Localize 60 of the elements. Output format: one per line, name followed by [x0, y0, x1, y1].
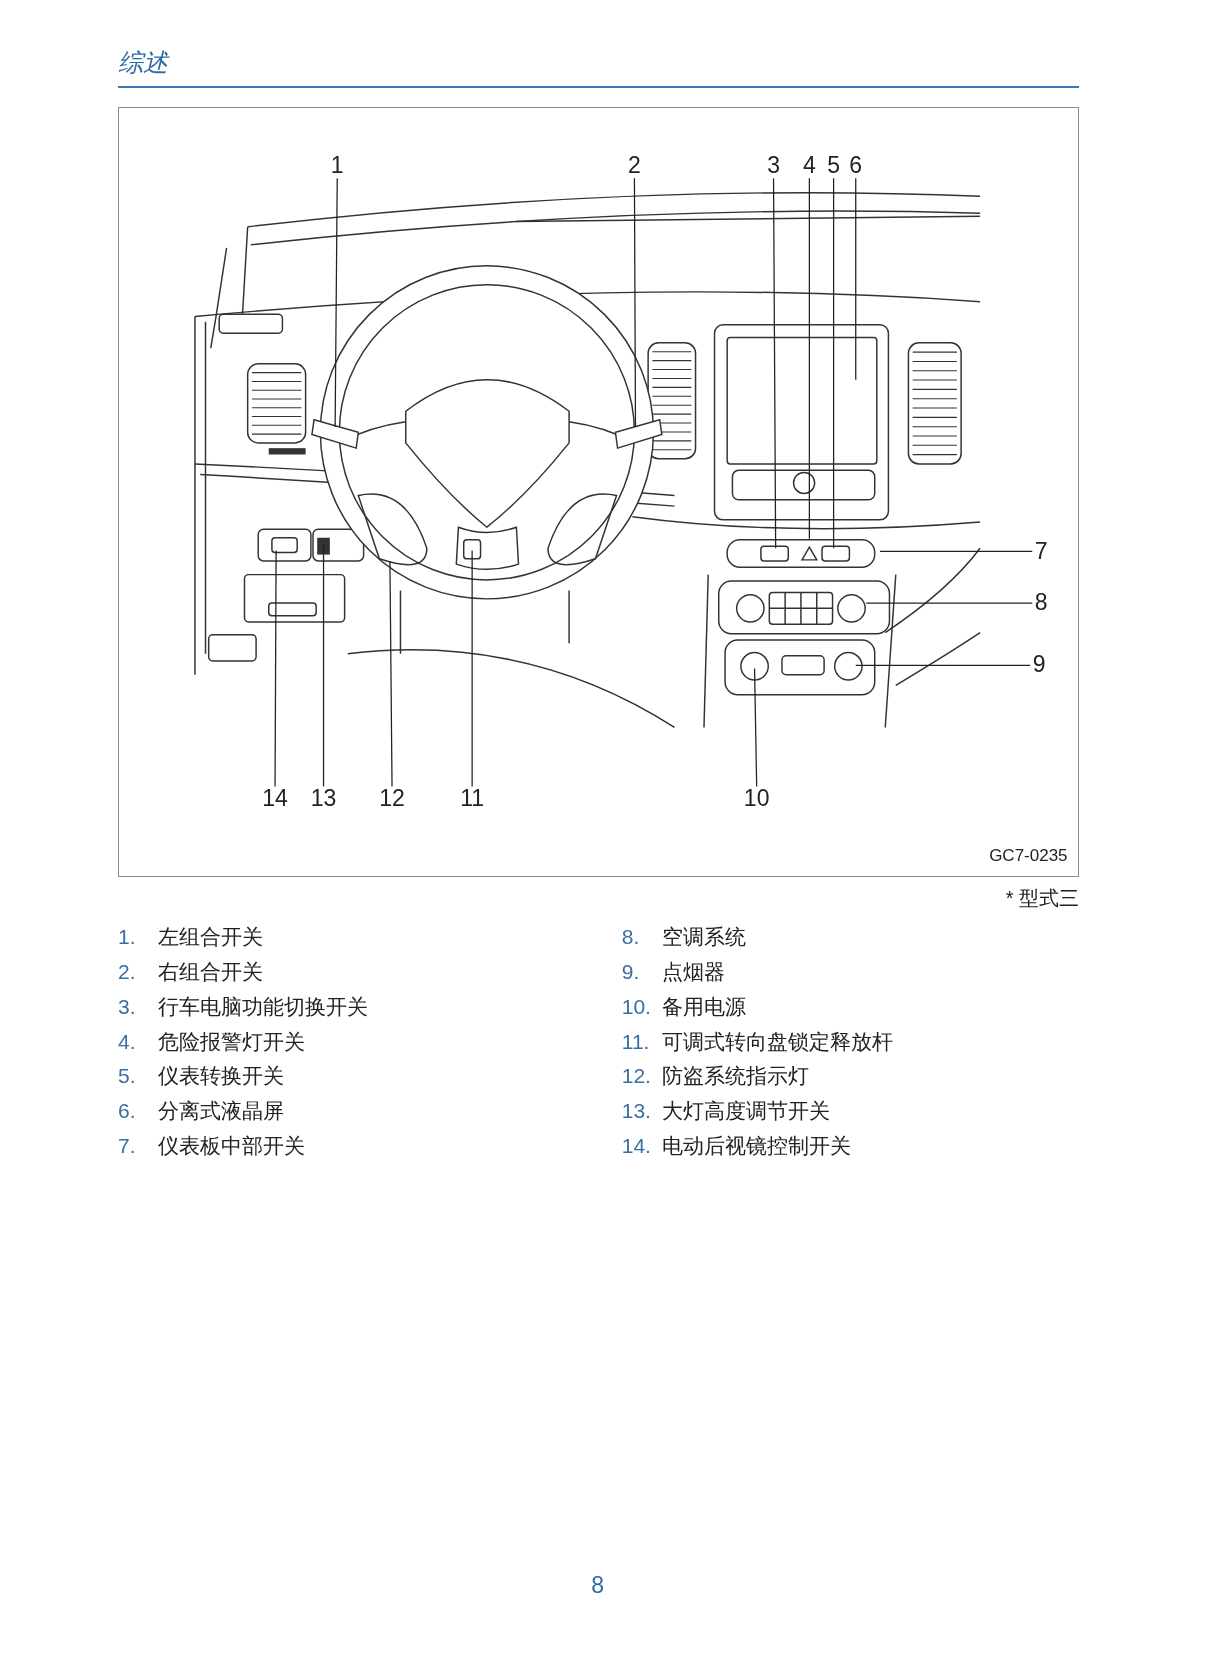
- leader-line: [855, 177, 857, 381]
- legend-item-number: 12.: [621, 1063, 651, 1089]
- leader-line: [753, 667, 758, 788]
- leader-line: [322, 543, 325, 788]
- figure-code: GC7-0235: [989, 846, 1068, 867]
- legend-item-text: 电动后视镜控制开关: [661, 1132, 851, 1159]
- legend-item-text: 空调系统: [661, 924, 746, 950]
- legend-item-number: 14.: [621, 1132, 651, 1159]
- callout-number: 5: [824, 152, 843, 179]
- callout-number: 9: [1030, 652, 1049, 678]
- section-title: 综述: [118, 47, 169, 79]
- legend-item-number: 1.: [118, 924, 136, 950]
- callout-number: 1: [328, 152, 347, 179]
- callout-number: 14: [259, 786, 291, 812]
- legend-item-text: 分离式液晶屏: [158, 1098, 285, 1124]
- callout-number: 8: [1032, 590, 1051, 616]
- page-number: 8: [591, 1572, 604, 1600]
- leader-line: [334, 177, 338, 428]
- legend-item-number: 6.: [118, 1098, 136, 1124]
- legend-item-number: 13.: [621, 1098, 651, 1124]
- legend-item-number: 11.: [621, 1028, 650, 1054]
- legend-item-text: 大灯高度调节开关: [661, 1098, 830, 1124]
- legend-item-text: 行车电脑功能切换开关: [158, 993, 369, 1019]
- legend-item-number: 2.: [118, 959, 136, 985]
- callout-number: 6: [846, 152, 865, 179]
- legend-item-number: 10.: [621, 993, 651, 1019]
- legend-item-text: 右组合开关: [158, 959, 264, 985]
- callout-number: 7: [1032, 538, 1051, 564]
- leader-line: [471, 549, 473, 788]
- callout-number: 12: [376, 786, 408, 812]
- legend-item-number: 8.: [621, 924, 640, 950]
- variant-note: * 型式三: [1005, 886, 1080, 911]
- leader-line: [772, 177, 777, 549]
- leader-line: [865, 602, 1033, 604]
- legend-item-text: 仪表板中部开关: [158, 1132, 306, 1159]
- callout-number: 13: [307, 786, 340, 812]
- legend-item-text: 危险报警灯开关: [158, 1028, 306, 1054]
- legend-item-text: 左组合开关: [158, 924, 264, 950]
- callout-number: 3: [764, 152, 783, 179]
- leader-line: [808, 177, 810, 540]
- leader-line: [833, 177, 835, 549]
- legend-item-number: 3.: [118, 993, 136, 1019]
- leader-line: [389, 560, 393, 788]
- legend-item-number: 7.: [118, 1132, 136, 1159]
- legend-item-text: 备用电源: [661, 993, 746, 1019]
- legend-item-text: 仪表转换开关: [158, 1063, 285, 1089]
- callout-number: 4: [800, 152, 819, 179]
- leader-line: [274, 549, 277, 788]
- callout-number: 2: [625, 152, 644, 179]
- leader-line: [633, 177, 637, 428]
- callout-number: 10: [740, 786, 773, 812]
- leader-line: [879, 550, 1033, 553]
- leader-line: [855, 664, 1031, 666]
- legend-item-number: 5.: [118, 1063, 136, 1089]
- legend-item-number: 4.: [118, 1028, 136, 1054]
- legend-item-text: 可调式转向盘锁定释放杆: [661, 1028, 893, 1054]
- legend-item-number: 9.: [621, 959, 640, 985]
- callout-number: 11: [456, 786, 488, 812]
- legend-item-text: 防盗系统指示灯: [661, 1063, 809, 1089]
- legend-item-text: 点烟器: [661, 959, 725, 985]
